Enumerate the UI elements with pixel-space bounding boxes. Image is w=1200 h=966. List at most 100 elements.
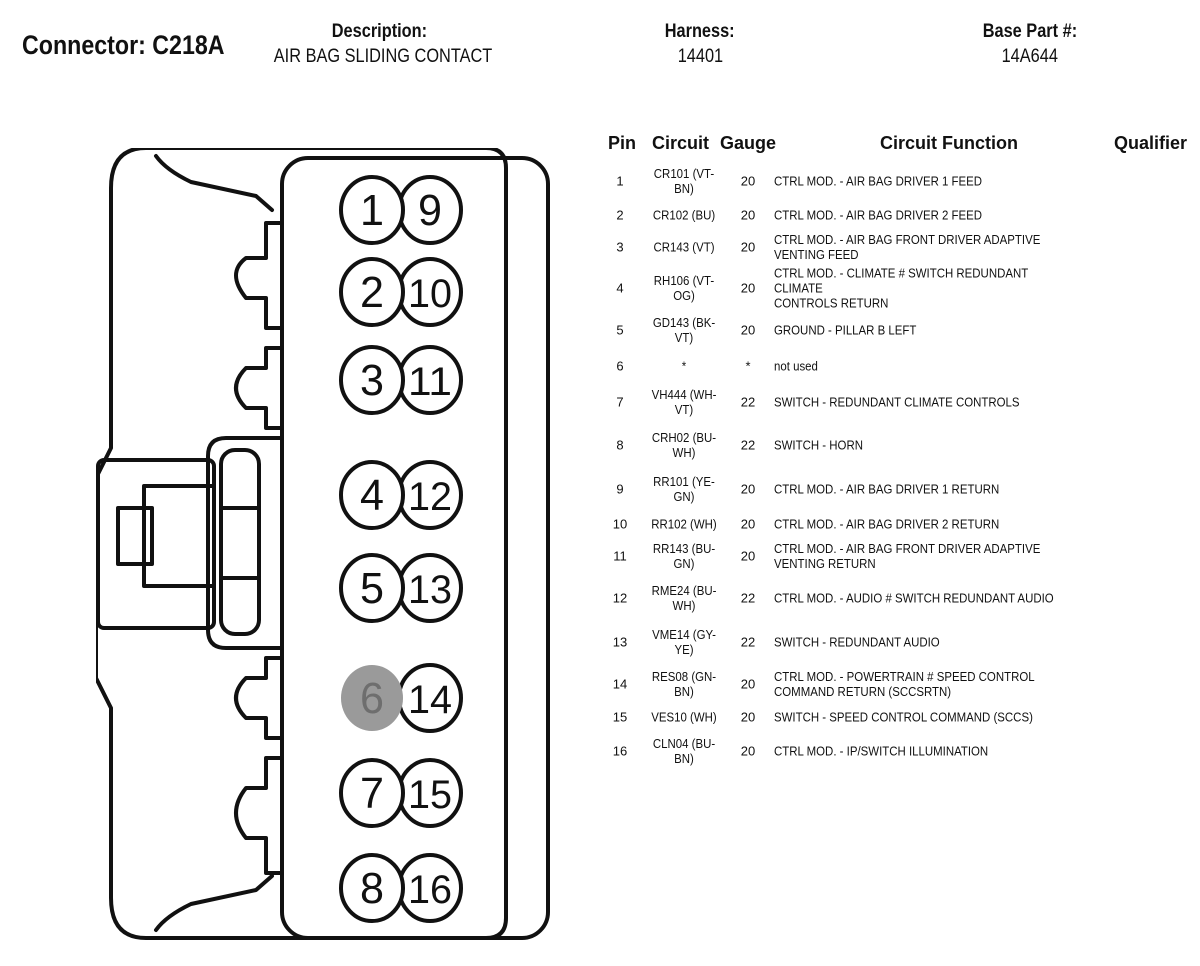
table-header: Pin Circuit Gauge Circuit Function Quali… (600, 130, 1190, 160)
gauge-cell: 20 (726, 677, 770, 692)
col-header-function: Circuit Function (880, 133, 1018, 153)
pin-cavity-circle (339, 460, 405, 530)
pin-number-cell: 5 (600, 323, 640, 338)
gauge-cell: * (726, 359, 770, 374)
gauge-cell: 22 (726, 635, 770, 650)
gauge-cell-line: 20 (740, 322, 756, 338)
gauge-cell-line: 22 (740, 394, 756, 410)
pin-number-cell-line: 6 (616, 358, 624, 374)
circuit-cell: CLN04 (BU-BN) (645, 736, 722, 766)
circuit-function-cell-line: CTRL MOD. - AIR BAG FRONT DRIVER ADAPTIV… (774, 541, 1041, 556)
pin-cavity-15: 15 (397, 758, 463, 828)
circuit-cell-line: * (681, 358, 687, 374)
gauge-cell-line: 22 (740, 437, 756, 453)
pin-number-cell-line: 1 (616, 173, 624, 189)
pin-number-cell-line: 8 (616, 437, 624, 453)
pin-cavity-10: 10 (397, 257, 463, 327)
upper-step-b (234, 346, 284, 430)
circuit-cell: * (645, 359, 722, 374)
pin-cavity-circle (339, 345, 405, 415)
circuit-cell: VES10 (WH) (645, 709, 722, 724)
base-part-label: Base Part #: (982, 21, 1078, 42)
circuit-cell-line: OG) (673, 288, 695, 303)
circuit-function-cell: CTRL MOD. - AIR BAG FRONT DRIVER ADAPTIV… (774, 541, 1073, 571)
circuit-function-cell: SWITCH - REDUNDANT AUDIO (774, 635, 1073, 650)
gauge-cell-line: 20 (740, 676, 756, 692)
circuit-cell-line: RES08 (GN- (651, 669, 717, 684)
lower-step-a (234, 656, 284, 740)
gauge-cell-line: 20 (740, 481, 756, 497)
pin-number-cell-line: 2 (616, 207, 624, 222)
gauge-cell-line: 20 (740, 173, 756, 189)
pin-number-label: 5 (360, 564, 384, 613)
gauge-cell-line: 22 (740, 634, 756, 650)
circuit-cell-line: WH) (672, 445, 696, 460)
gauge-cell: 20 (726, 549, 770, 564)
pin-number-cell-line: 16 (612, 743, 628, 759)
circuit-cell-line: CRH02 (BU- (651, 430, 717, 445)
pin-number-cell: 1 (600, 174, 640, 189)
pin-number-label: 14 (408, 678, 452, 722)
circuit-function-cell-line: CTRL MOD. - AUDIO # SWITCH REDUNDANT AUD… (774, 590, 1054, 606)
pin-cavity-8: 8 (339, 853, 405, 923)
latch-frame (206, 436, 284, 650)
circuit-cell-line: BN) (674, 684, 694, 699)
circuit-cell-line: GD143 (BK- (652, 315, 716, 330)
pin-number-label: 16 (408, 868, 452, 912)
circuit-cell-line: VH444 (WH- (651, 387, 717, 402)
pin-number-cell: 9 (600, 482, 640, 497)
pin-cavity-2: 2 (339, 257, 405, 327)
pin-number-cell: 16 (600, 744, 640, 759)
pin-number-cell-line: 7 (616, 394, 624, 410)
circuit-cell-line: RR143 (BU- (652, 541, 716, 556)
pin-number-cell: 7 (600, 395, 640, 410)
pin-number-label: 8 (360, 864, 384, 913)
pin-number-cell: 4 (600, 281, 640, 296)
gauge-cell-line: 22 (740, 590, 756, 606)
pin-cavity-6: 6 (341, 665, 403, 731)
circuit-function-cell: SWITCH - HORN (774, 438, 1073, 453)
circuit-function-cell: CTRL MOD. - AIR BAG DRIVER 2 FEED (774, 207, 1073, 222)
col-header-circuit: Circuit (652, 133, 710, 153)
pin-number-cell-line: 11 (613, 548, 627, 564)
pin-number-label: 2 (360, 268, 384, 317)
pin-number-label: 7 (360, 769, 384, 818)
circuit-cell: RR143 (BU-GN) (645, 541, 722, 571)
pin-number-cell: 10 (600, 516, 640, 531)
circuit-cell-line: CR101 (VT- (653, 166, 715, 181)
circuit-function-cell-line: CTRL MOD. - AIR BAG DRIVER 2 RETURN (774, 516, 1000, 531)
pin-number-cell: 11 (600, 549, 640, 564)
latch-inner-frame (142, 484, 216, 588)
circuit-function-cell: CTRL MOD. - IP/SWITCH ILLUMINATION (774, 744, 1073, 759)
circuit-function-cell: SWITCH - SPEED CONTROL COMMAND (SCCS) (774, 709, 1073, 724)
gauge-cell: 20 (726, 174, 770, 189)
pin-number-cell-line: 12 (612, 590, 628, 606)
circuit-function-cell-line: CTRL MOD. - POWERTRAIN # SPEED CONTROL (774, 669, 1035, 684)
harness-label: Harness: (665, 21, 735, 42)
circuit-function-cell-line: CTRL MOD. - AIR BAG DRIVER 1 FEED (774, 173, 983, 189)
pin-cavity-14: 14 (397, 663, 463, 733)
circuit-function-cell-line: GROUND - PILLAR B LEFT (774, 322, 917, 338)
pin-number-label: 6 (360, 674, 384, 723)
lower-step-b (234, 756, 284, 875)
gauge-cell-line: 20 (740, 709, 756, 724)
pin-number-label: 10 (408, 272, 452, 316)
pin-number-cell-line: 9 (616, 481, 624, 497)
latch-outer (96, 458, 216, 630)
pin-cavity-circle (339, 257, 405, 327)
circuit-cell: RH106 (VT-OG) (645, 273, 722, 303)
gauge-cell-line: 20 (740, 516, 756, 531)
pin-cavity-13: 13 (397, 553, 463, 623)
circuit-function-cell-line: CTRL MOD. - AIR BAG DRIVER 1 RETURN (774, 481, 1000, 497)
pin-cavity-3: 3 (339, 345, 405, 415)
circuit-function-cell-line: CTRL MOD. - CLIMATE # SWITCH REDUNDANT C… (774, 265, 1029, 296)
circuit-cell: VME14 (GY-YE) (645, 627, 722, 657)
description-block: Description: AIR BAG SLIDING CONTACT (256, 20, 502, 70)
circuit-function-cell: SWITCH - REDUNDANT CLIMATE CONTROLS (774, 395, 1073, 410)
latch-lever (219, 448, 261, 636)
circuit-cell: RES08 (GN-BN) (645, 669, 722, 699)
